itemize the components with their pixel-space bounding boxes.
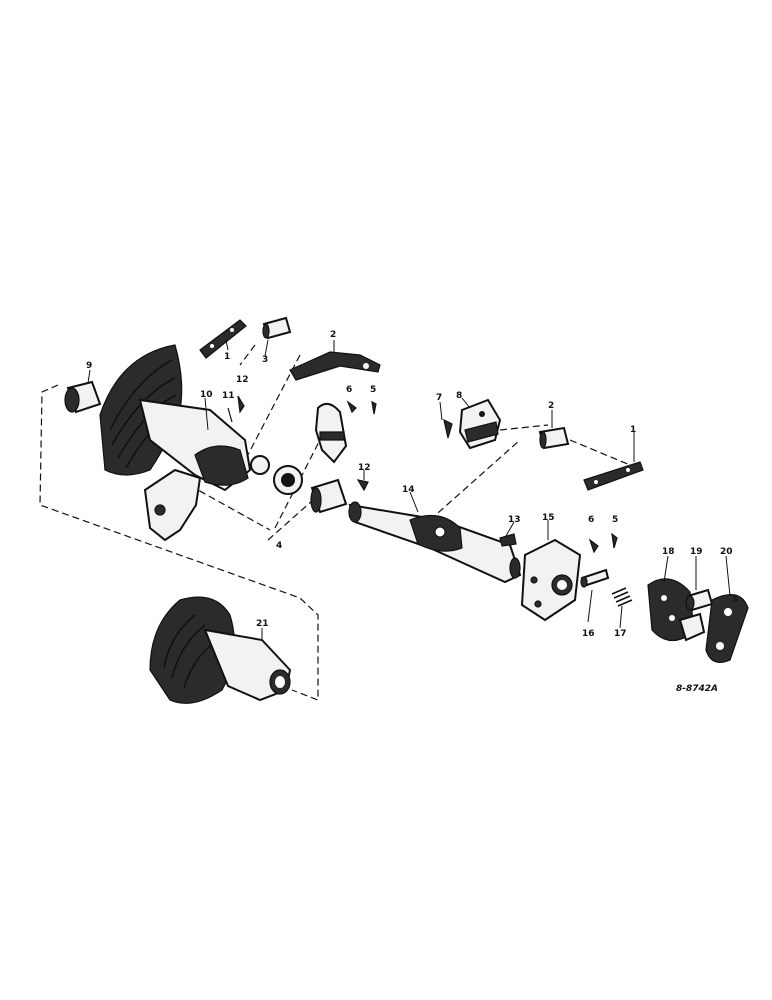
coupling-part-18: [647, 578, 706, 642]
shaft-part-14: [348, 501, 522, 584]
callout-18: 18: [662, 547, 675, 557]
bracket-part-4: [143, 468, 202, 542]
callout-5a: 5: [370, 385, 376, 395]
callout-6a: 6: [346, 385, 352, 395]
bolt-part-16: [580, 568, 610, 588]
clamp-cap: [314, 402, 348, 464]
callout-4: 4: [276, 541, 282, 551]
callout-11: 11: [222, 391, 235, 401]
lever-part-2-upper: [289, 351, 381, 381]
callout-9: 9: [86, 361, 92, 371]
key-part-13: [499, 533, 517, 547]
callout-2b: 2: [548, 401, 554, 411]
callout-20: 20: [720, 547, 733, 557]
lower-housing-part-21: [149, 596, 292, 704]
callout-6b: 6: [588, 515, 594, 525]
callout-17: 17: [614, 629, 627, 639]
center-bushing: [310, 478, 348, 514]
leader-lines: [204, 339, 731, 640]
callout-15: 15: [542, 513, 555, 523]
callout-labels: 1 3 2 9 10 11 12 6 5 4 12 14 13 15 7 8 2…: [86, 330, 738, 694]
small-parts-11-12: [227, 395, 245, 423]
link-part-1-lower: [583, 461, 644, 491]
callout-21: 21: [256, 619, 269, 629]
cotter-pins-upper: [346, 400, 377, 415]
block-part-15: [520, 538, 582, 622]
callout-7: 7: [436, 393, 442, 403]
spring-part-17: [611, 587, 633, 607]
callout-5b: 5: [612, 515, 618, 525]
callout-3a: 3: [262, 355, 268, 365]
gasket-part-20: [705, 593, 749, 663]
bracket-part-8: [458, 398, 502, 450]
callout-16: 16: [582, 629, 595, 639]
callout-14: 14: [402, 485, 415, 495]
pin-part-12-lower: [356, 479, 369, 492]
callout-13: 13: [508, 515, 521, 525]
callout-1a: 1: [224, 352, 230, 362]
drawing-number: 8-8742A: [676, 684, 718, 694]
link-part-1-upper: [199, 319, 247, 359]
callout-19: 19: [690, 547, 703, 557]
callout-3b: 3: [732, 595, 738, 605]
callout-10: 10: [200, 390, 213, 400]
callout-12a: 12: [236, 375, 249, 385]
pin-part-7: [443, 418, 453, 439]
pin-part-3-lower: [538, 426, 570, 450]
callout-1b: 1: [630, 425, 636, 435]
bushing-part-9: [64, 369, 102, 414]
cotter-pins-lower: [588, 532, 618, 554]
callout-2a: 2: [330, 330, 336, 340]
left-housing-casting: [99, 344, 303, 495]
callout-8: 8: [456, 391, 462, 401]
callout-12b: 12: [358, 463, 371, 473]
pin-part-3-upper: [262, 316, 292, 340]
